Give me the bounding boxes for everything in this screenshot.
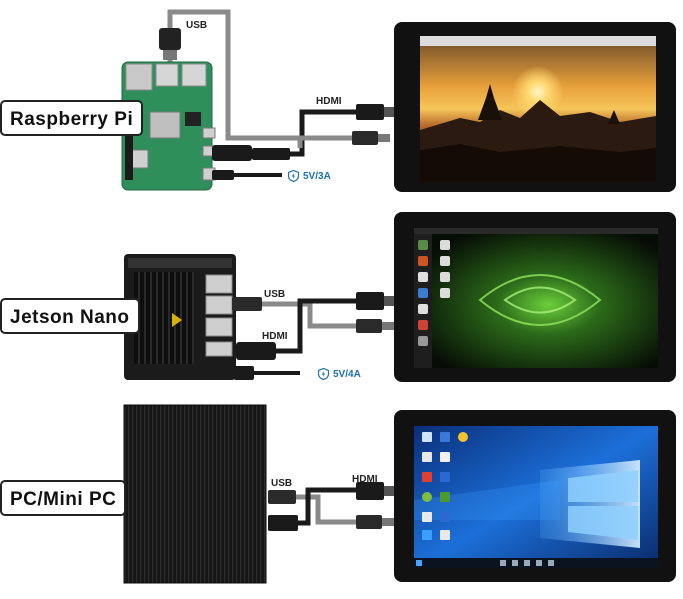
hdmi-plug-tip-pc <box>384 486 394 496</box>
temple-silhouette <box>478 84 502 120</box>
hdmi-tag-jetson: HDMI <box>262 331 288 342</box>
jetson-usb-port-b <box>205 295 233 315</box>
jetson-usb-port-c <box>205 317 233 337</box>
raspberry-pi-section <box>121 9 676 192</box>
hdmi-cable-pc <box>298 487 356 526</box>
hdmi-plug-screen-pi <box>356 104 384 120</box>
usb-plug-screen-jetson <box>356 319 382 333</box>
jetson-nano-section <box>124 212 676 382</box>
usb-plug-screen-pc <box>356 515 382 529</box>
usb-tag-pc: USB <box>271 478 293 489</box>
mini-pc-box <box>123 404 267 584</box>
power-tag-jetson: 5V/4A <box>318 368 361 380</box>
usb-tag-pi: USB <box>186 20 208 31</box>
launcher-icons <box>418 240 428 346</box>
nvidia-eye-graphic <box>478 274 602 326</box>
hdmi-tag-pi: HDMI <box>316 96 342 107</box>
hdmi-plug-screen-jetson <box>356 292 384 310</box>
usb-plug-tip <box>163 50 177 60</box>
desktop-icons-pc <box>422 432 468 540</box>
usb-cable-pc <box>296 494 356 525</box>
hdmi-plug-icon-pc <box>268 515 298 531</box>
pi-usb-port-a <box>155 63 179 87</box>
jetson-top-bar <box>414 228 658 234</box>
hdmi-plug-screen-pc <box>356 482 384 500</box>
usb-plug-icon-jetson <box>232 297 262 311</box>
hdmi-cable-pi <box>290 109 356 157</box>
windows-pane-br <box>568 506 638 540</box>
usb-plug-screen-pi <box>352 131 378 145</box>
pi-micro-hdmi-0 <box>202 127 216 139</box>
pi-ram-chip <box>185 112 201 126</box>
device-label-pc-mini-pc: PC/Mini PC <box>0 480 127 516</box>
usb-tag-jetson: USB <box>264 289 286 300</box>
hdmi-cable-jetson <box>276 298 356 354</box>
power-rating-pi: 5V/3A <box>303 170 331 182</box>
power-tag-pi: 5V/3A <box>288 170 331 182</box>
usb-plug-icon <box>159 28 181 50</box>
usb-plug-tip-jetson <box>382 322 394 330</box>
nvidia-eye-inner <box>503 286 577 314</box>
temple-small <box>608 110 620 124</box>
usb-plug-tip-pi <box>378 134 390 142</box>
usb-cable-jetson <box>262 301 356 329</box>
pi-cpu-chip <box>149 111 181 139</box>
power-rating-jetson: 5V/4A <box>333 368 361 380</box>
foreground-trees <box>420 144 656 182</box>
windows-light-beam <box>414 480 560 520</box>
pi-usb-port-b <box>181 63 207 87</box>
usb-cable-pi-run <box>228 135 352 148</box>
power-plug-pi <box>212 170 234 180</box>
hdmi-tag-pc: HDMI <box>352 474 378 485</box>
power-plug-jetson <box>234 366 254 380</box>
hdmi-adapter-pi <box>212 145 252 161</box>
usb-plug-icon-pc <box>268 490 296 504</box>
jetson-hdmi-port <box>205 341 233 357</box>
hdmi-plug-tip-jetson <box>384 296 394 306</box>
device-label-jetson-nano: Jetson Nano <box>0 298 140 334</box>
power-shield-icon <box>318 368 329 380</box>
jetson-launcher-bar <box>414 234 432 368</box>
hdmi-plug-icon-jetson <box>236 342 276 360</box>
hdmi-plug-tip-pi <box>384 107 394 117</box>
power-shield-icon <box>288 170 299 182</box>
device-label-raspberry-pi: Raspberry Pi <box>0 100 144 136</box>
nvidia-logo-icon <box>172 313 182 327</box>
hdmi-plug-icon <box>252 148 290 160</box>
jetson-gpio-header <box>128 258 232 268</box>
pi-desktop-taskbar <box>420 36 656 46</box>
sun-glow <box>512 66 564 118</box>
jetson-heatsink <box>134 272 194 364</box>
usb-plug-tip-pc <box>382 518 394 526</box>
pi-ethernet-port <box>125 63 153 91</box>
desktop-icons-jetson <box>440 240 450 298</box>
pc-mini-pc-section <box>123 404 676 584</box>
pi-gpio-header <box>125 100 133 180</box>
windows-pane-tr <box>568 470 638 502</box>
taskbar-icons <box>500 560 554 566</box>
screen-nvidia-desktop <box>414 228 658 368</box>
windows-start-icon <box>416 560 422 566</box>
jetson-usb-port-a <box>205 274 233 294</box>
